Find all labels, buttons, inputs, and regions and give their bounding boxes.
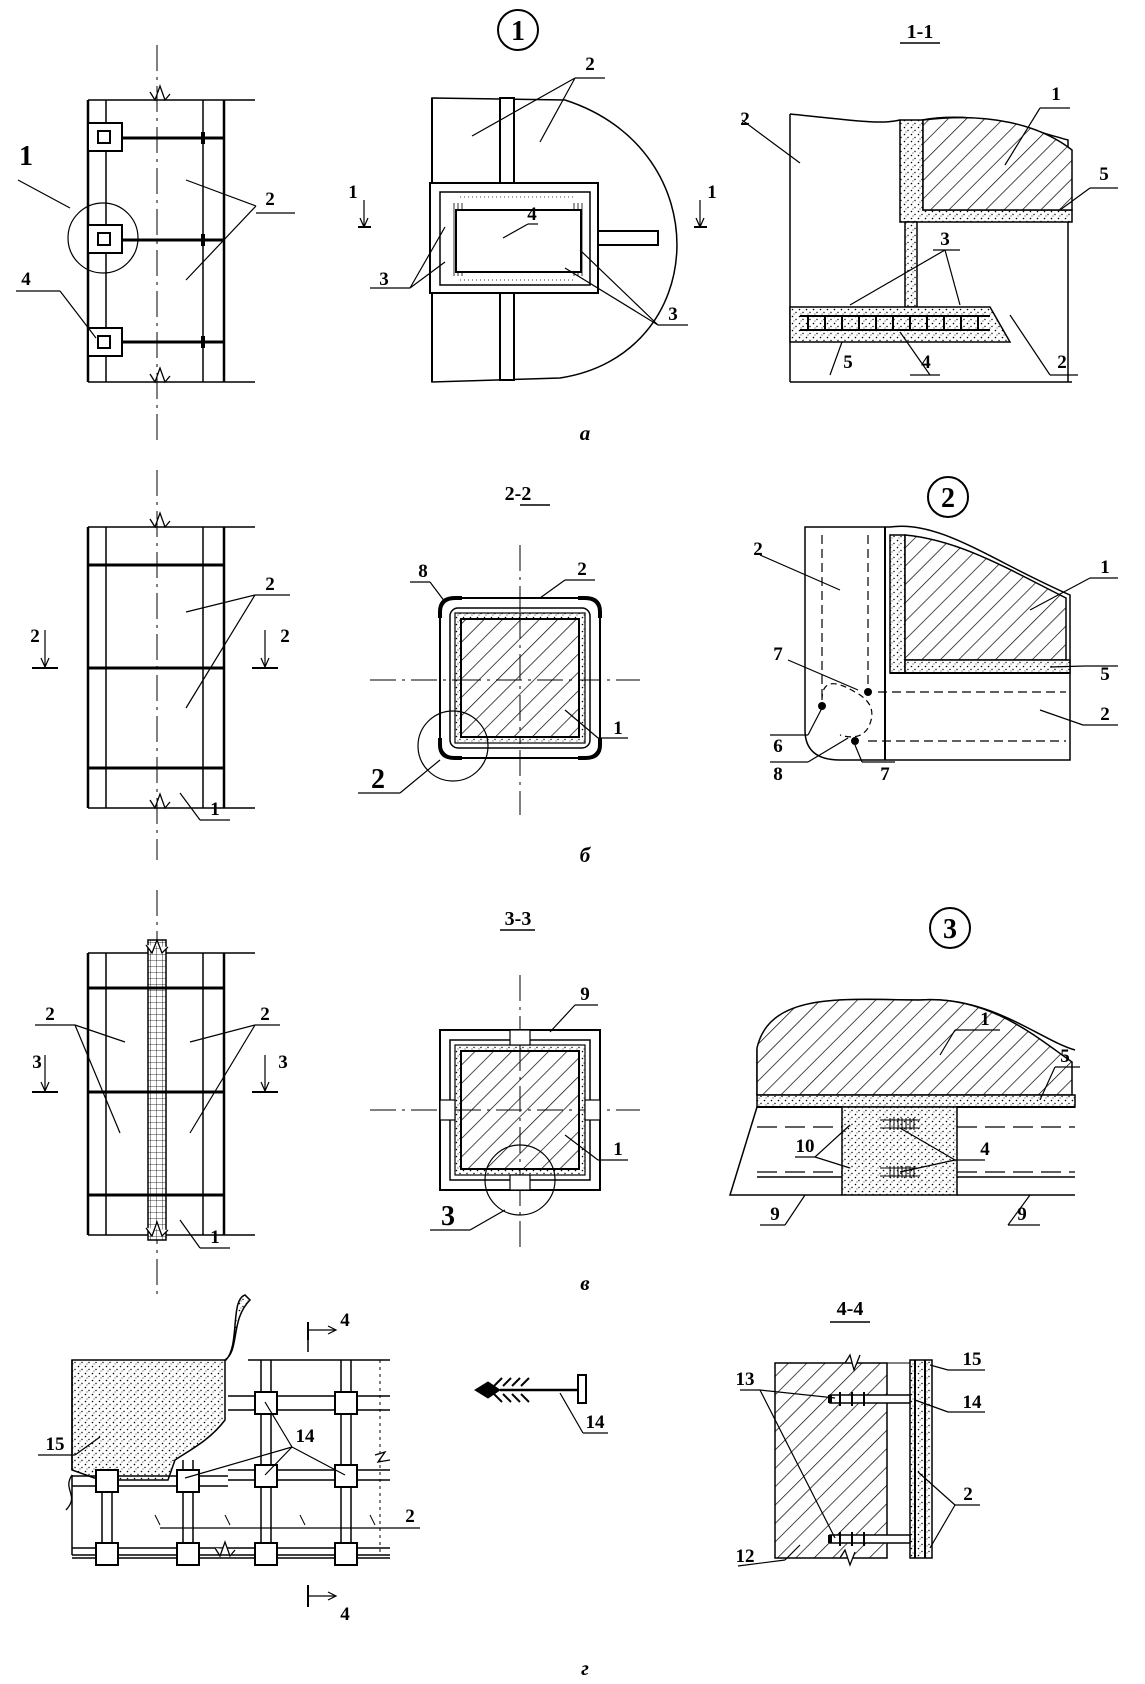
column-elevation-b — [32, 470, 290, 860]
callout-2: 2 — [371, 764, 385, 795]
label-9: 9 — [770, 1204, 780, 1225]
caption-v: в — [580, 1271, 590, 1295]
caption-a: а — [580, 421, 591, 445]
label-9: 9 — [1017, 1204, 1027, 1225]
label-14: 14 — [586, 1412, 606, 1433]
label-15: 15 — [963, 1349, 982, 1370]
detail-1 — [358, 9, 940, 383]
label-4: 4 — [527, 204, 537, 225]
row-c — [32, 890, 1080, 1300]
detail-3 — [728, 907, 1080, 1226]
label-1: 1 — [613, 1139, 623, 1160]
label-5: 5 — [1060, 1046, 1070, 1067]
row-b — [32, 470, 1118, 860]
label-5: 5 — [1099, 164, 1109, 185]
cut-3-left: 3 — [32, 1052, 42, 1073]
label-4: 4 — [921, 352, 931, 373]
nail-top — [828, 1392, 911, 1406]
label-7: 7 — [880, 764, 890, 785]
cut-1-right: 1 — [707, 182, 717, 203]
label-2: 2 — [577, 559, 587, 580]
section-3-3 — [370, 929, 640, 1248]
cut-1-left: 1 — [348, 182, 358, 203]
caption-g: г — [581, 1656, 589, 1680]
label-8: 8 — [418, 561, 428, 582]
label-2: 2 — [963, 1484, 973, 1505]
section-4-4 — [737, 1321, 985, 1567]
view-title-1: 1 — [511, 16, 525, 47]
label-2: 2 — [1057, 352, 1067, 373]
label-2: 2 — [1100, 704, 1110, 725]
caption-b: б — [580, 843, 592, 867]
cut-2-left: 2 — [30, 626, 40, 647]
label-8: 8 — [773, 764, 783, 785]
section-1-1 — [741, 107, 1118, 383]
label-1: 1 — [613, 718, 623, 739]
label-5: 5 — [1100, 664, 1110, 685]
section-title-3-3: 3-3 — [505, 908, 532, 930]
section-title-4-4: 4-4 — [837, 1298, 864, 1320]
label-1: 1 — [980, 1009, 990, 1030]
label-2: 2 — [753, 539, 763, 560]
cut-2-right: 2 — [280, 626, 290, 647]
label-3: 3 — [940, 229, 950, 250]
callout-3: 3 — [441, 1201, 455, 1232]
label-1: 1 — [1051, 84, 1061, 105]
anchor-nail — [474, 1374, 608, 1434]
label-2: 2 — [265, 574, 275, 595]
nail-bottom — [828, 1532, 911, 1546]
anchor-plates — [87, 122, 224, 357]
section-title-2-2: 2-2 — [505, 483, 532, 505]
row-d — [38, 1294, 985, 1607]
label-2: 2 — [740, 109, 750, 130]
labels: 1 1-1 а 1 2 4 2 4 3 3 1 1 2 1 5 3 2 5 4 … — [19, 16, 1110, 1680]
label-2: 2 — [405, 1506, 415, 1527]
mesh-elevation — [38, 1294, 420, 1607]
label-3: 3 — [379, 269, 389, 290]
detail-2 — [759, 476, 1118, 763]
label-2: 2 — [265, 189, 275, 210]
label-4: 4 — [980, 1139, 990, 1160]
label-5: 5 — [843, 352, 853, 373]
row-a — [16, 9, 1118, 440]
label-2: 2 — [585, 54, 595, 75]
label-13: 13 — [736, 1369, 755, 1390]
label-14: 14 — [963, 1392, 983, 1413]
section-title-1-1: 1-1 — [907, 21, 934, 43]
label-14: 14 — [296, 1426, 316, 1447]
label-15: 15 — [46, 1434, 65, 1455]
label-4: 4 — [21, 269, 31, 290]
label-7: 7 — [773, 644, 783, 665]
column-elevation-c — [32, 890, 280, 1300]
column-elevation-a — [16, 45, 295, 440]
label-3: 3 — [668, 304, 678, 325]
callout-1: 1 — [19, 141, 33, 172]
view-title-2: 2 — [941, 483, 955, 514]
label-12: 12 — [736, 1546, 755, 1567]
cut-3-right: 3 — [278, 1052, 288, 1073]
section-2-2 — [358, 504, 640, 815]
label-6: 6 — [773, 736, 783, 757]
label-1: 1 — [210, 1227, 220, 1248]
label-10: 10 — [796, 1136, 815, 1157]
label-9: 9 — [580, 984, 590, 1005]
label-1: 1 — [210, 799, 220, 820]
cut-4-bottom: 4 — [340, 1604, 350, 1625]
view-title-3: 3 — [943, 914, 957, 945]
cut-4-top: 4 — [340, 1310, 350, 1331]
label-2: 2 — [45, 1004, 55, 1025]
label-2: 2 — [260, 1004, 270, 1025]
label-1: 1 — [1100, 557, 1110, 578]
